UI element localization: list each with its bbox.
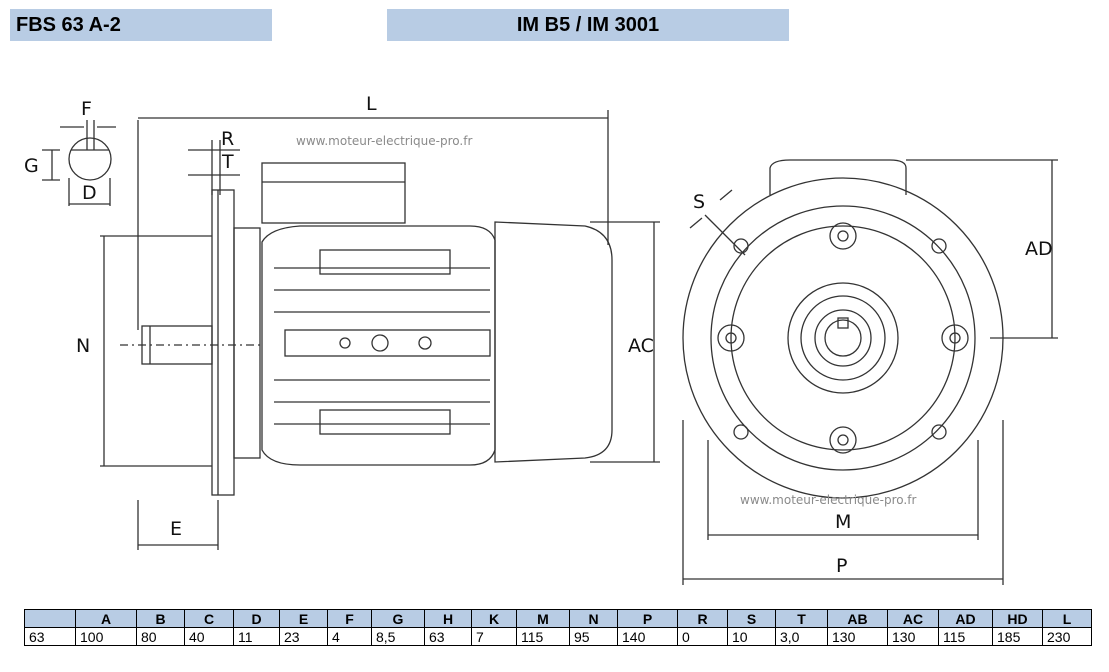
- front-view: [682, 159, 1058, 585]
- table-value-cell: 10: [727, 627, 776, 646]
- table-header-cell: D: [233, 609, 280, 628]
- label-G: G: [24, 155, 39, 177]
- table-header-cell: A: [75, 609, 137, 628]
- mounting-title: IM B5 / IM 3001: [387, 9, 789, 41]
- table-value-cell: 130: [887, 627, 939, 646]
- table-value-cell: 80: [136, 627, 185, 646]
- table-header-cell: K: [471, 609, 517, 628]
- table-header-cell: [24, 609, 76, 628]
- table-value-cell: 0: [677, 627, 728, 646]
- table-value-cell: 230: [1042, 627, 1092, 646]
- table-header-cell: C: [184, 609, 234, 628]
- label-R: R: [221, 128, 234, 150]
- table-header-cell: S: [727, 609, 776, 628]
- table-value-cell: 40: [184, 627, 234, 646]
- table-header-cell: R: [677, 609, 728, 628]
- model-title: FBS 63 A-2: [10, 9, 272, 41]
- table-value-cell: 130: [827, 627, 888, 646]
- table-header-cell: N: [569, 609, 618, 628]
- table-value-cell: 7: [471, 627, 517, 646]
- table-value-cell: 115: [938, 627, 993, 646]
- label-AD: AD: [1025, 238, 1053, 260]
- table-header-cell: F: [327, 609, 372, 628]
- label-N: N: [76, 335, 90, 357]
- table-header-cell: P: [617, 609, 678, 628]
- table-value-cell: 3,0: [775, 627, 828, 646]
- label-F: F: [81, 98, 92, 120]
- table-value-cell: 63: [424, 627, 472, 646]
- label-T: T: [221, 151, 234, 173]
- table-header-cell: G: [371, 609, 425, 628]
- motor-drawing: F G D: [24, 93, 1058, 585]
- table-value-cell: 11: [233, 627, 280, 646]
- table-header-cell: AD: [938, 609, 993, 628]
- table-header-cell: T: [775, 609, 828, 628]
- table-value-cell: 63: [24, 627, 76, 646]
- label-D: D: [82, 182, 97, 204]
- table-header-cell: E: [279, 609, 328, 628]
- table-value-cell: 23: [279, 627, 328, 646]
- table-value-cell: 115: [516, 627, 570, 646]
- table-value-cell: 4: [327, 627, 372, 646]
- label-P: P: [836, 555, 847, 577]
- table-header-cell: HD: [992, 609, 1043, 628]
- table-value-cell: 95: [569, 627, 618, 646]
- table-header-cell: AC: [887, 609, 939, 628]
- table-value-cell: 8,5: [371, 627, 425, 646]
- side-view: [100, 110, 660, 550]
- label-L: L: [366, 93, 377, 115]
- label-S: S: [693, 191, 705, 213]
- table-header-cell: M: [516, 609, 570, 628]
- table-value-cell: 100: [75, 627, 137, 646]
- label-M: M: [835, 511, 851, 533]
- table-value-cell: 185: [992, 627, 1043, 646]
- table-header-cell: AB: [827, 609, 888, 628]
- watermark-bottom: www.moteur-electrique-pro.fr: [740, 493, 916, 507]
- shaft-section-detail: [42, 120, 116, 206]
- table-value-cell: 140: [617, 627, 678, 646]
- label-AC: AC: [628, 335, 654, 357]
- table-header-cell: L: [1042, 609, 1092, 628]
- table-header-cell: B: [136, 609, 185, 628]
- label-E: E: [170, 518, 182, 540]
- watermark-top: www.moteur-electrique-pro.fr: [296, 134, 472, 148]
- table-header-cell: H: [424, 609, 472, 628]
